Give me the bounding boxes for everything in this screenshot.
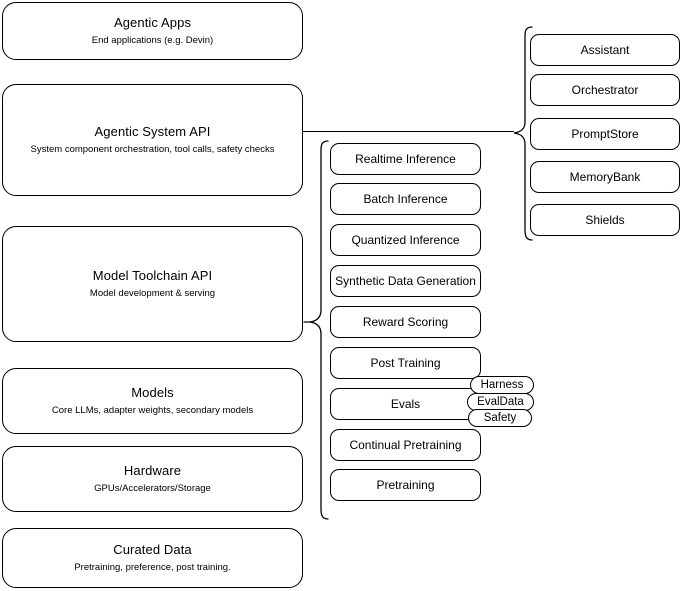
capability-realtime-inference[interactable]: Realtime Inference (330, 143, 481, 175)
capability-continual-pretraining[interactable]: Continual Pretraining (330, 429, 481, 461)
capability-label: Reward Scoring (362, 315, 449, 329)
layer-subtitle: Core LLMs, adapter weights, secondary mo… (51, 405, 254, 416)
evals-sub-label: EvalData (477, 395, 524, 408)
layer-title: Agentic Apps (113, 15, 192, 30)
layer-title: Agentic System API (94, 124, 211, 139)
layer-agentic-apps[interactable]: Agentic Apps End applications (e.g. Devi… (2, 2, 303, 60)
layer-hardware[interactable]: Hardware GPUs/Accelerators/Storage (2, 446, 303, 512)
layer-title: Models (131, 385, 174, 400)
system-component-label: MemoryBank (569, 170, 641, 184)
layer-model-toolchain-api[interactable]: Model Toolchain API Model development & … (2, 226, 303, 342)
capability-post-training[interactable]: Post Training (330, 347, 481, 379)
layer-subtitle: Model development & serving (89, 288, 216, 299)
system-component-label: Orchestrator (571, 83, 639, 97)
evals-sub-harness[interactable]: Harness (470, 376, 534, 394)
capability-label: Quantized Inference (351, 233, 460, 247)
capability-label: Realtime Inference (355, 152, 456, 166)
layer-title: Hardware (123, 463, 182, 478)
capability-label: Batch Inference (363, 192, 448, 206)
capability-label: Synthetic Data Generation (335, 274, 476, 288)
capability-label: Evals (390, 397, 421, 411)
system-component-promptstore[interactable]: PromptStore (530, 118, 680, 150)
connector-system-api-to-components (303, 131, 514, 132)
evals-sub-label: Harness (480, 378, 524, 391)
system-component-label: Shields (585, 213, 625, 227)
evals-sub-safety[interactable]: Safety (468, 409, 532, 427)
layer-agentic-system-api[interactable]: Agentic System API System component orch… (2, 84, 303, 196)
capability-quantized-inference[interactable]: Quantized Inference (330, 224, 481, 256)
capability-label: Pretraining (376, 478, 435, 492)
layer-subtitle: GPUs/Accelerators/Storage (94, 483, 211, 494)
system-component-orchestrator[interactable]: Orchestrator (530, 74, 680, 106)
capability-pretraining[interactable]: Pretraining (330, 469, 481, 501)
layer-title: Model Toolchain API (92, 268, 213, 283)
layer-models[interactable]: Models Core LLMs, adapter weights, secon… (2, 368, 303, 434)
system-component-label: PromptStore (571, 127, 639, 141)
brace-system-components (511, 26, 533, 241)
capability-label: Continual Pretraining (349, 438, 462, 452)
capability-synthetic-data-generation[interactable]: Synthetic Data Generation (330, 265, 481, 297)
layer-subtitle: System component orchestration, tool cal… (30, 144, 275, 155)
capability-batch-inference[interactable]: Batch Inference (330, 183, 481, 215)
evals-sub-label: Safety (483, 411, 517, 424)
system-component-assistant[interactable]: Assistant (530, 34, 680, 66)
system-component-label: Assistant (580, 43, 630, 57)
layer-curated-data[interactable]: Curated Data Pretraining, preference, po… (2, 528, 303, 588)
layer-title: Curated Data (113, 542, 192, 557)
capability-evals[interactable]: Evals (330, 388, 481, 420)
system-component-memorybank[interactable]: MemoryBank (530, 161, 680, 193)
brace-toolchain-capabilities (303, 140, 329, 520)
capability-reward-scoring[interactable]: Reward Scoring (330, 306, 481, 338)
capability-label: Post Training (370, 356, 441, 370)
system-component-shields[interactable]: Shields (530, 204, 680, 236)
layer-subtitle: Pretraining, preference, post training. (74, 562, 231, 573)
layer-subtitle: End applications (e.g. Devin) (91, 35, 214, 46)
